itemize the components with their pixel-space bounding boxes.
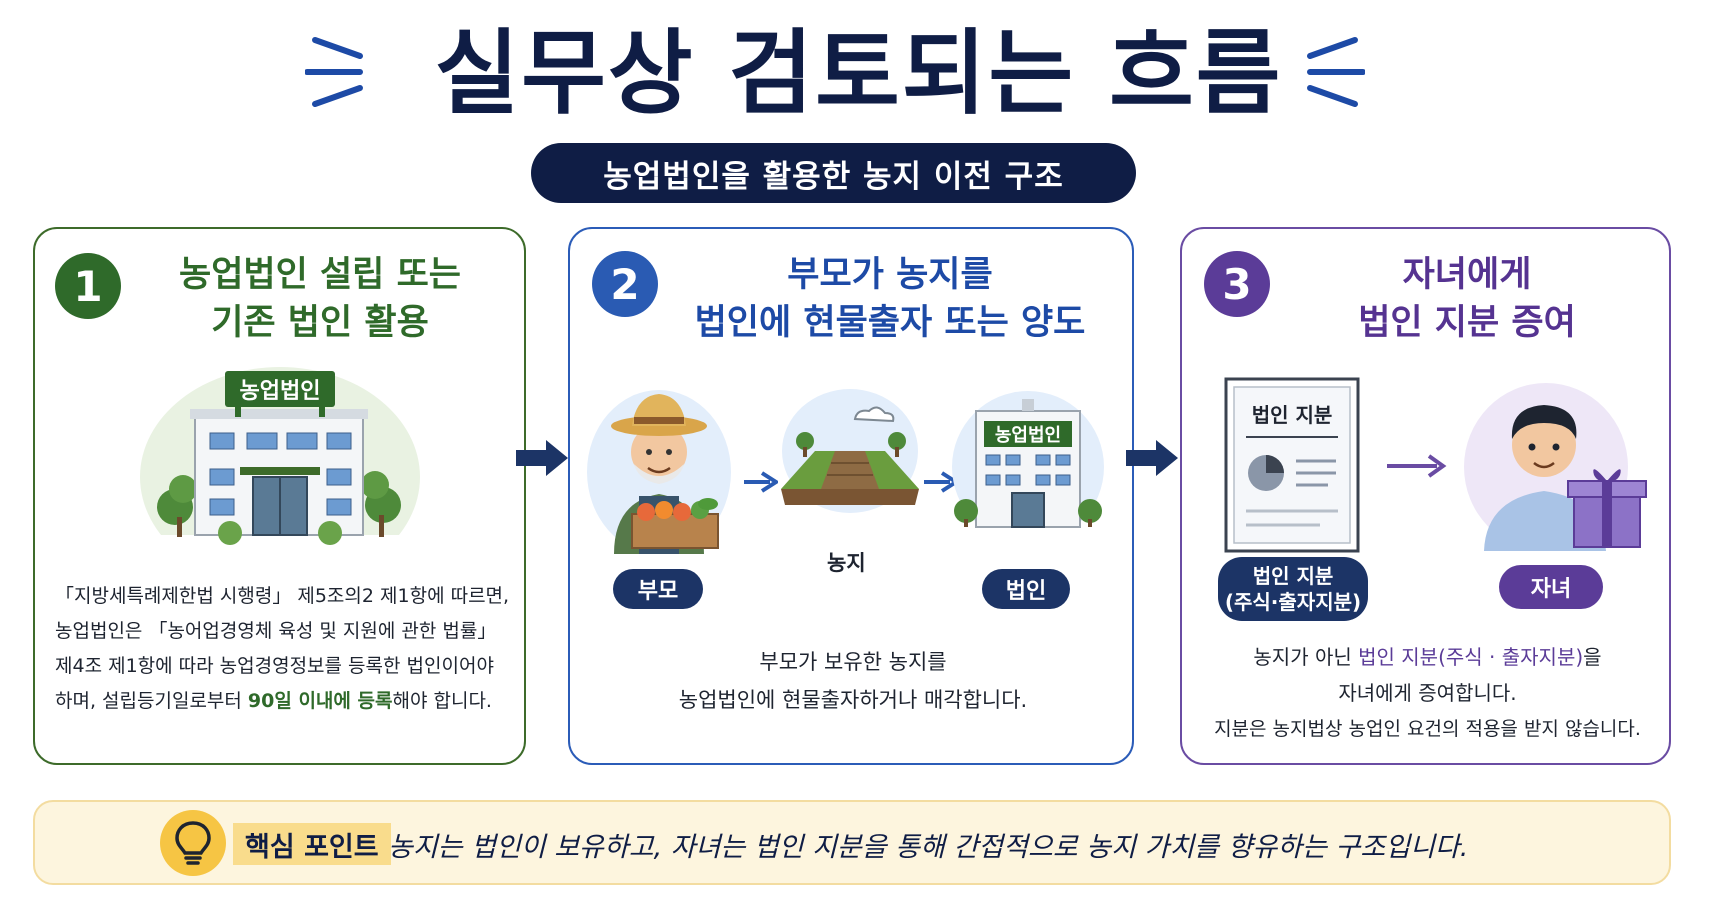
label-share: 법인 지분 (주식·출자지분) [1218, 557, 1368, 621]
building-icon [948, 391, 1108, 541]
decoration-lines-right-icon [1307, 37, 1365, 107]
step-text-2: 부모가 보유한 농지를 농업법인에 현물출자하거나 매각합니다. [678, 650, 1028, 712]
label-land: 농지 [827, 551, 866, 575]
arrow-right-icon [1387, 454, 1447, 478]
step-title-1: 농업법인 설립 또는 기존 법인 활용 [179, 255, 461, 343]
arrow-right-icon [744, 471, 778, 493]
arrow-right-icon [1126, 440, 1178, 476]
step-card-3: 3 자녀에게 법인 지분 증여 법인 지분 법인 지분 (주식· [1180, 227, 1671, 765]
title-area: 실무상 검토되는 흐름 [0, 18, 1717, 128]
doc-title: 법인 지분 [1251, 403, 1333, 427]
key-point-label: 핵심 포인트 [233, 823, 391, 865]
lightbulb-icon [160, 810, 226, 876]
person-icon [1464, 383, 1647, 551]
step-number-2: 2 [592, 251, 658, 317]
label-child: 자녀 [1499, 565, 1603, 609]
step-text-3: 농지가 아닌 법인 지분(주식 · 출자지분)을 자녀에게 증여합니다. 지분은… [1214, 645, 1641, 740]
step-number-1: 1 [55, 253, 121, 319]
decoration-lines-left-icon [305, 37, 363, 107]
step-title-3: 자녀에게 법인 지분 증여 [1358, 255, 1576, 343]
key-point-banner: 핵심 포인트 농지는 법인이 보유하고, 자녀는 법인 지분을 통해 간접적으로… [33, 800, 1671, 885]
key-point-text: 농지는 법인이 보유하고, 자녀는 법인 지분을 통해 간접적으로 농지 가치를… [388, 831, 1469, 863]
farmer-icon [587, 390, 731, 554]
building-icon [135, 367, 425, 557]
arrow-right-icon [516, 440, 568, 476]
farmland-icon [781, 389, 919, 513]
step-title-2: 부모가 농지를 법인에 현물출자 또는 양도 [694, 255, 1086, 343]
label-parent: 부모 [613, 569, 703, 609]
corp-building-sign: 농업법인 [994, 425, 1062, 446]
step-card-1: 1 농업법인 설립 또는 기존 법인 활용 농업법인 「지방세특례제한법 시행령… [33, 227, 526, 765]
building-sign: 농업법인 [239, 379, 321, 404]
document-icon [1224, 377, 1360, 553]
page-title: 실무상 검토되는 흐름 [434, 20, 1283, 127]
step-card-2: 2 부모가 농지를 법인에 현물출자 또는 양도 부모 [568, 227, 1134, 765]
subtitle-pill: 농업법인을 활용한 농지 이전 구조 [531, 143, 1136, 203]
label-corp: 법인 [982, 569, 1070, 609]
step-text-1: 「지방세특례제한법 시행령」 제5조의2 제1항에 따르면, 농업법인은 「농어… [55, 585, 510, 712]
step-number-3: 3 [1204, 251, 1270, 317]
